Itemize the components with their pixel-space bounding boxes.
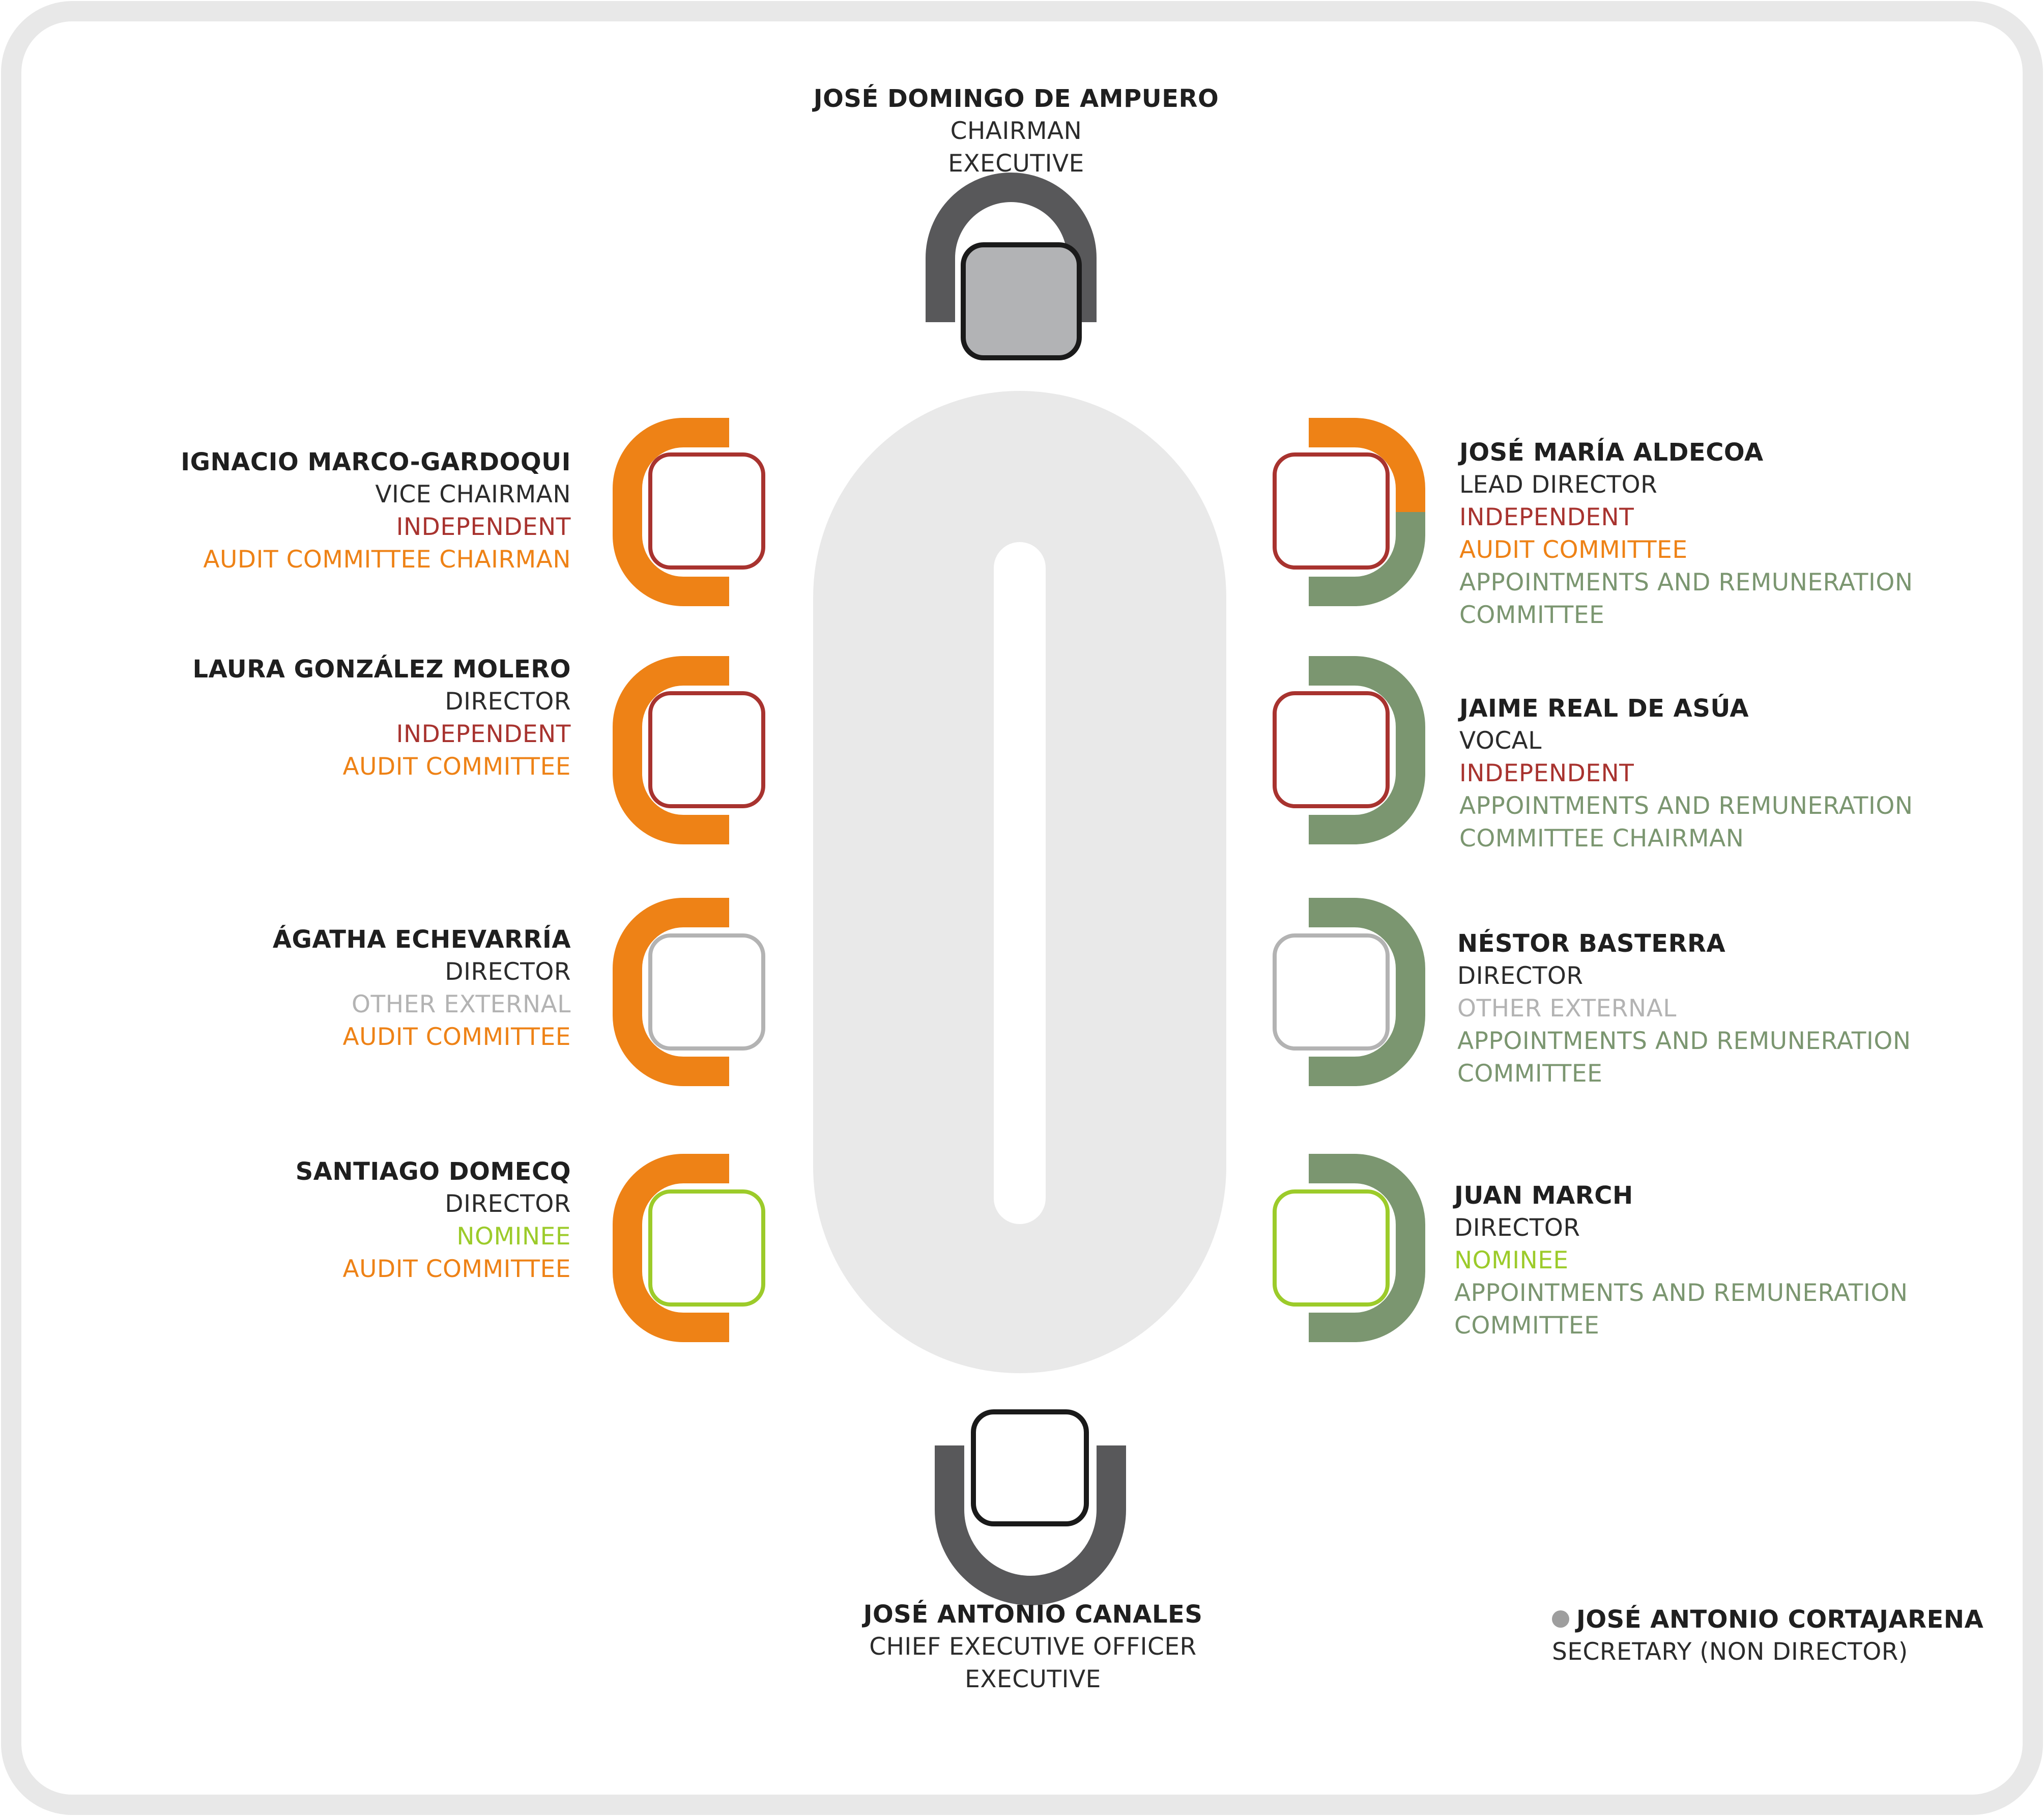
member-name: NÉSTOR BASTERRA <box>1457 929 1726 958</box>
member-type: INDEPENDENT <box>1459 759 1634 787</box>
member-committee: APPOINTMENTS AND REMUNERATION <box>1457 1027 1911 1055</box>
member-type: INDEPENDENT <box>1459 503 1634 531</box>
member-committee: AUDIT COMMITTEE CHAIRMAN <box>203 546 571 574</box>
member-committee: AUDIT COMMITTEE <box>1459 536 1688 564</box>
right-member-label-2: JAIME REAL DE ASÚA VOCAL INDEPENDENT APP… <box>1459 692 1994 855</box>
secretary-dot-icon <box>1552 1610 1569 1628</box>
member-committee: COMMITTEE CHAIRMAN <box>1459 825 1744 853</box>
member-committee: AUDIT COMMITTEE <box>342 753 571 781</box>
right-member-label-1: JOSÉ MARÍA ALDECOA LEAD DIRECTOR INDEPEN… <box>1459 436 1994 632</box>
right-member-label-3: NÉSTOR BASTERRA DIRECTOR OTHER EXTERNAL … <box>1457 927 1992 1090</box>
member-committee: COMMITTEE <box>1457 1060 1603 1088</box>
member-role: CHIEF EXECUTIVE OFFICER <box>869 1633 1197 1661</box>
chairman-chair <box>926 173 1097 360</box>
ceo-chair <box>935 1409 1126 1605</box>
member-committee: APPOINTMENTS AND REMUNERATION <box>1459 569 1913 597</box>
chair-left-2 <box>613 656 765 844</box>
member-committee: COMMITTEE <box>1459 601 1605 629</box>
member-name: JAIME REAL DE ASÚA <box>1459 694 1749 723</box>
member-committee: COMMITTEE <box>1454 1312 1600 1340</box>
right-member-label-4: JUAN MARCH DIRECTOR NOMINEE APPOINTMENTS… <box>1454 1179 1989 1342</box>
member-name: JOSÉ ANTONIO CANALES <box>863 1600 1203 1629</box>
chair-right-2 <box>1273 656 1425 844</box>
member-type: OTHER EXTERNAL <box>352 990 571 1018</box>
chair-left-4 <box>613 1154 765 1342</box>
member-type: NOMINEE <box>456 1223 571 1251</box>
chairman-label: JOSÉ DOMINGO DE AMPUERO CHAIRMAN EXECUTI… <box>762 82 1271 180</box>
left-member-label-4: SANTIAGO DOMECQ DIRECTOR NOMINEE AUDIT C… <box>113 1155 571 1286</box>
member-name: JOSÉ MARÍA ALDECOA <box>1459 438 1764 467</box>
member-name: SANTIAGO DOMECQ <box>295 1157 571 1186</box>
member-name: JOSÉ DOMINGO DE AMPUERO <box>813 84 1219 113</box>
secretary-name: JOSÉ ANTONIO CORTAJARENA <box>1576 1605 1984 1634</box>
member-committee: AUDIT COMMITTEE <box>342 1255 571 1283</box>
member-type: OTHER EXTERNAL <box>1457 995 1677 1023</box>
member-role: DIRECTOR <box>445 688 571 716</box>
member-name: JUAN MARCH <box>1454 1181 1633 1210</box>
member-name: LAURA GONZÁLEZ MOLERO <box>192 655 571 684</box>
secretary-role: SECRETARY (NON DIRECTOR) <box>1552 1638 1908 1666</box>
secretary-legend: JOSÉ ANTONIO CORTAJARENA SECRETARY (NON … <box>1552 1603 2010 1668</box>
ceo-label: JOSÉ ANTONIO CANALES CHIEF EXECUTIVE OFF… <box>779 1598 1287 1696</box>
left-member-label-3: ÁGATHA ECHEVARRÍA DIRECTOR OTHER EXTERNA… <box>113 923 571 1054</box>
member-role: LEAD DIRECTOR <box>1459 471 1658 499</box>
member-role: DIRECTOR <box>445 958 571 986</box>
chair-right-1 <box>1273 418 1425 606</box>
chair-right-3 <box>1273 898 1425 1086</box>
member-role: DIRECTOR <box>445 1190 571 1218</box>
chair-right-4 <box>1273 1154 1425 1342</box>
member-role: VOCAL <box>1459 727 1542 755</box>
member-name: ÁGATHA ECHEVARRÍA <box>272 925 571 954</box>
member-type: EXECUTIVE <box>965 1665 1101 1693</box>
member-type: INDEPENDENT <box>396 513 571 541</box>
member-name: IGNACIO MARCO-GARDOQUI <box>181 448 571 476</box>
left-member-label-1: IGNACIO MARCO-GARDOQUI VICE CHAIRMAN IND… <box>113 446 571 576</box>
member-role: DIRECTOR <box>1457 962 1584 990</box>
chair-left-1 <box>613 418 765 606</box>
chair-left-3 <box>613 898 765 1086</box>
member-type: INDEPENDENT <box>396 720 571 748</box>
member-role: DIRECTOR <box>1454 1214 1580 1242</box>
left-member-label-2: LAURA GONZÁLEZ MOLERO DIRECTOR INDEPENDE… <box>113 653 571 783</box>
table-center-slot <box>994 542 1046 1224</box>
member-type: NOMINEE <box>1454 1246 1569 1274</box>
member-committee: APPOINTMENTS AND REMUNERATION <box>1454 1279 1908 1307</box>
member-committee: AUDIT COMMITTEE <box>342 1023 571 1051</box>
member-role: CHAIRMAN <box>950 117 1082 145</box>
member-type: EXECUTIVE <box>948 150 1084 178</box>
member-role: VICE CHAIRMAN <box>375 480 571 508</box>
member-committee: APPOINTMENTS AND REMUNERATION <box>1459 792 1913 820</box>
